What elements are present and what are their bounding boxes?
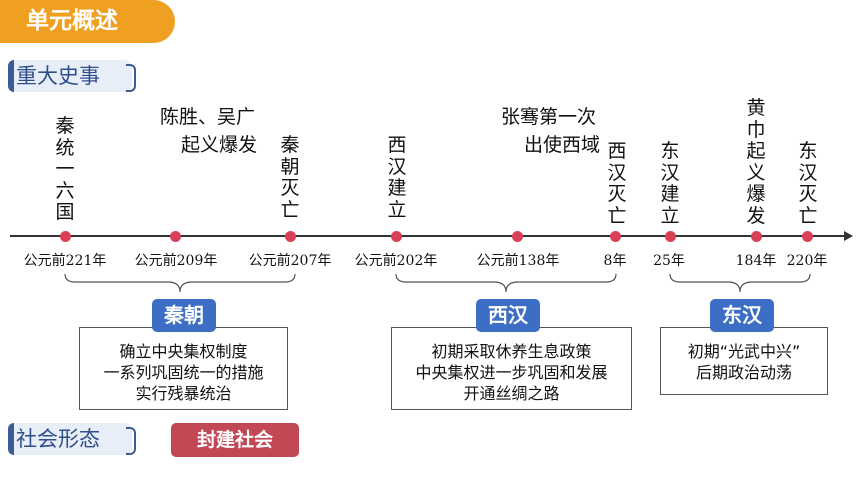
period-tag-donghan: 东汉 <box>710 299 774 332</box>
xihan-point: 开通丝绸之路 <box>463 384 560 403</box>
event-zhang-qian-line2: 出使西域 <box>524 134 601 156</box>
xihan-point: 初期采取休养生息政策 <box>431 342 592 361</box>
timeline-dot <box>59 230 71 242</box>
donghan-summary-box: 初期“光武中兴” 后期政治动荡 <box>660 327 828 395</box>
period-tag-qin: 秦朝 <box>152 299 216 332</box>
timeline-date: 公元前207年 <box>248 253 332 269</box>
event-donghan-founded: 东汉建立 <box>660 140 680 227</box>
donghan-point: 初期“光武中兴” <box>687 342 801 361</box>
timeline-date: 220年 <box>786 253 828 269</box>
timeline-date: 184年 <box>735 253 777 269</box>
event-chen-wu-uprising-line2: 起义爆发 <box>181 134 258 156</box>
event-chen-wu-uprising-line1: 陈胜、吴广 <box>160 106 256 128</box>
brace-donghan <box>669 273 811 293</box>
timeline-arrow-icon <box>844 231 853 241</box>
xihan-point: 中央集权进一步巩固和发展 <box>415 363 608 382</box>
event-xihan-founded: 西汉建立 <box>387 134 407 221</box>
timeline-dot <box>169 230 181 242</box>
timeline-date: 公元前221年 <box>23 253 107 269</box>
timeline-dot <box>390 230 402 242</box>
period-tag-xihan: 西汉 <box>476 299 540 332</box>
qin-point: 确立中央集权制度 <box>119 342 248 361</box>
qin-summary-box: 确立中央集权制度 一系列巩固统一的措施 实行残暴统治 <box>79 327 288 410</box>
timeline-date: 公元前202年 <box>354 253 438 269</box>
feudal-society-tag: 封建社会 <box>171 423 299 457</box>
timeline-dot <box>511 230 523 242</box>
brace-xihan <box>395 273 617 293</box>
event-xihan-fall: 西汉灭亡 <box>607 140 627 227</box>
timeline-date: 25年 <box>653 253 685 269</box>
event-zhang-qian-line1: 张骞第一次 <box>501 106 597 128</box>
event-qin-fall: 秦朝灭亡 <box>280 134 300 221</box>
donghan-point: 后期政治动荡 <box>695 363 792 382</box>
timeline-dot <box>801 230 813 242</box>
unit-overview-banner: 单元概述 <box>0 0 175 43</box>
timeline-date: 公元前138年 <box>476 253 560 269</box>
timeline-dot <box>750 230 762 242</box>
event-qin-unification: 秦统一六国 <box>55 115 75 223</box>
timeline-dot <box>664 230 676 242</box>
timeline-date: 公元前209年 <box>134 253 218 269</box>
qin-point: 实行残暴统治 <box>135 384 232 403</box>
brace-qin <box>64 273 296 293</box>
xihan-summary-box: 初期采取休养生息政策 中央集权进一步巩固和发展 开通丝绸之路 <box>391 327 632 410</box>
qin-point: 一系列巩固统一的措施 <box>103 363 264 382</box>
section-caption-social-form: 社会形态 <box>8 423 136 455</box>
event-yellow-turban: 黄巾起义爆发 <box>746 97 766 227</box>
event-donghan-fall: 东汉灭亡 <box>798 140 818 227</box>
timeline-date: 8年 <box>603 253 627 269</box>
timeline-axis <box>10 235 846 237</box>
timeline-dot <box>284 230 296 242</box>
section-caption-major-events: 重大史事 <box>8 60 136 92</box>
timeline-dot <box>609 230 621 242</box>
